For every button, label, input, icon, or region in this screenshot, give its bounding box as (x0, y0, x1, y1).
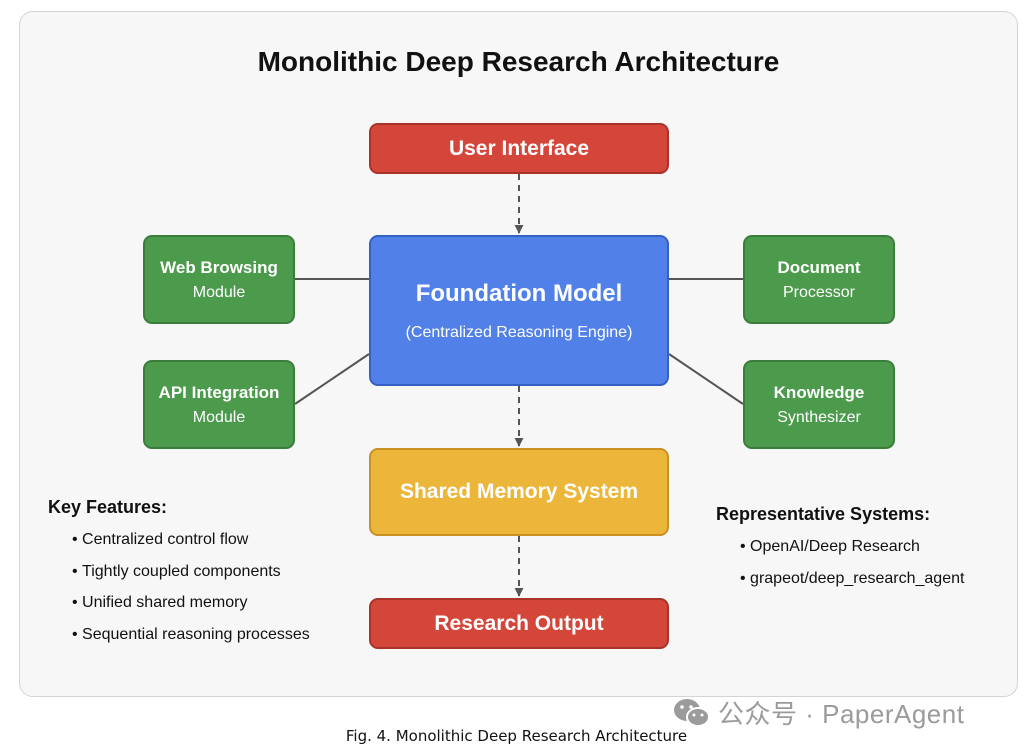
web-browsing-sublabel: Module (192, 283, 246, 301)
knowledge-synthesizer-label: Knowledge (773, 382, 865, 402)
key-feature-item: Tightly coupled components (72, 562, 310, 594)
wechat-icon (674, 698, 710, 727)
api-integration-sublabel: Module (192, 408, 246, 426)
foundation-model-subtitle: (Centralized Reasoning Engine) (405, 323, 633, 341)
api-integration-label: API Integration (158, 382, 280, 402)
key-feature-item: Sequential reasoning processes (72, 625, 310, 657)
representative-system-item: OpenAI/Deep Research (740, 537, 964, 569)
watermark: 公众号 · PaperAgent (672, 694, 964, 731)
representative-systems-heading: Representative Systems: (716, 504, 931, 524)
knowledge-synthesizer-node: Knowledge Synthesizer (743, 360, 895, 449)
link-knowledge-synthesizer (668, 353, 744, 405)
key-features-list: Centralized control flow Tightly coupled… (72, 530, 310, 656)
key-features-heading: Key Features: (48, 497, 168, 517)
diagram-title: Monolithic Deep Research Architecture (257, 46, 780, 77)
key-feature-item: Centralized control flow (72, 530, 310, 562)
document-processor-sublabel: Processor (782, 283, 856, 301)
web-browsing-label: Web Browsing (160, 257, 278, 277)
user-interface-label: User Interface (448, 136, 590, 160)
api-integration-node: API Integration Module (143, 360, 295, 449)
shared-memory-label: Shared Memory System (399, 480, 639, 503)
user-interface-node: User Interface (369, 123, 669, 174)
research-output-label: Research Output (434, 611, 604, 635)
link-api-integration (294, 353, 370, 405)
web-browsing-node: Web Browsing Module (143, 235, 295, 324)
document-processor-node: Document Processor (743, 235, 895, 324)
foundation-model-label: Foundation Model (415, 279, 623, 307)
research-output-node: Research Output (369, 598, 669, 649)
knowledge-synthesizer-sublabel: Synthesizer (777, 408, 861, 426)
watermark-text: 公众号 · PaperAgent (718, 699, 965, 729)
representative-systems-list: OpenAI/Deep Research grapeot/deep_resear… (740, 537, 964, 600)
figure-caption: Fig. 4. Monolithic Deep Research Archite… (345, 727, 688, 745)
foundation-model-node: Foundation Model (Centralized Reasoning … (369, 235, 669, 386)
key-feature-item: Unified shared memory (72, 593, 310, 625)
representative-system-item: grapeot/deep_research_agent (740, 569, 964, 601)
document-processor-label: Document (777, 257, 861, 277)
shared-memory-node: Shared Memory System (369, 448, 669, 536)
